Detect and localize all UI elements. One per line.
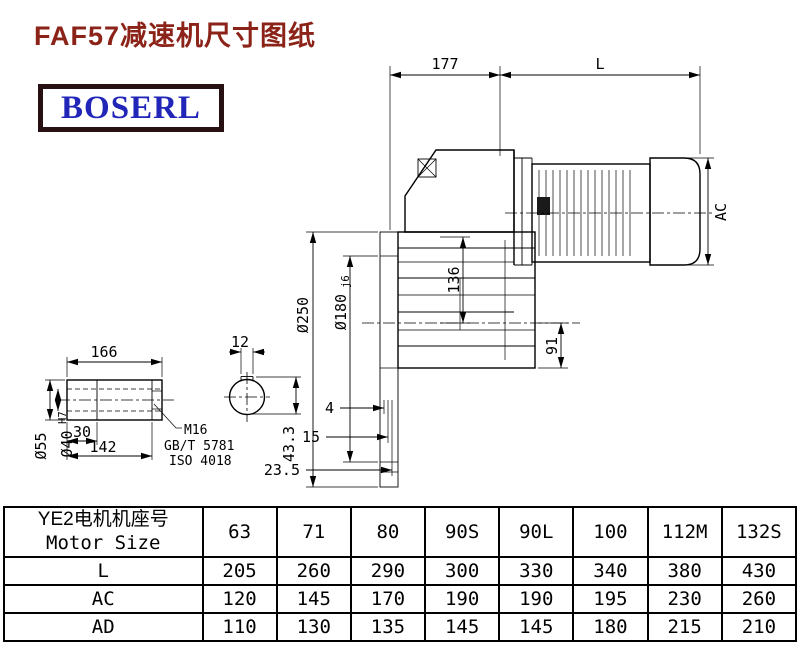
motor-size-col: 63 [201,506,278,558]
cell: 340 [572,556,649,586]
cell: 190 [424,584,501,614]
dim-d180: Ø180 [332,294,350,330]
row-label: AC [3,584,204,614]
technical-drawing: 177 L AC Ø250 Ø180 j6 [32,55,730,488]
dim-AC: AC [712,203,730,221]
motor-size-header: YE2电机机座号 Motor Size [3,506,204,558]
cell: 145 [498,612,575,642]
dim-177: 177 [431,55,458,73]
dim-d55: Ø55 [32,432,50,459]
cell: 215 [646,612,723,642]
table-row-AD: AD 110 130 135 145 145 180 215 210 [3,612,798,642]
table-row-AC: AC 120 145 170 190 190 195 230 260 [3,584,798,614]
dim-91: 91 [543,337,561,355]
cell: 145 [424,612,501,642]
dim-12: 12 [231,333,249,351]
cell: 190 [498,584,575,614]
dim-d40-fit: H7 [57,411,69,424]
cell: 180 [572,612,649,642]
gearbox-outline [362,149,712,488]
cell: 430 [720,556,798,586]
thread-callout: M16 [184,423,207,438]
cell: 120 [201,584,278,614]
cell: 205 [201,556,278,586]
dim-d250: Ø250 [294,297,312,333]
shaft-detail: 166 30 142 Ø55 Ø40 H7 [32,333,301,469]
dim-L: L [595,55,604,73]
cell: 330 [498,556,575,586]
page-title: FAF57减速机尺寸图纸 [34,21,317,51]
dim-15: 15 [302,428,320,446]
cell: 110 [201,612,278,642]
cell: 260 [720,584,798,614]
standard-iso: ISO 4018 [169,454,232,469]
row-label: L [3,556,204,586]
dim-23-5: 23.5 [264,461,300,479]
motor-size-table: YE2电机机座号 Motor Size 63 71 80 90S 90L 100… [3,506,798,642]
cell: 380 [646,556,723,586]
motor-size-header-en: Motor Size [46,532,161,554]
cell: 145 [275,584,352,614]
cell: 210 [720,612,798,642]
dimensions-main: 177 L AC Ø250 Ø180 j6 [264,55,730,488]
cell: 230 [646,584,723,614]
table-header-row: YE2电机机座号 Motor Size 63 71 80 90S 90L 100… [3,506,798,558]
row-label: AD [3,612,204,642]
motor-size-col: 112M [646,506,723,558]
dim-142: 142 [89,438,116,456]
dim-43-3: 43.3 [280,426,298,462]
cell: 260 [275,556,352,586]
motor-size-col: 90S [424,506,501,558]
brand-logo-text: BOSERL [61,89,201,126]
dim-166: 166 [90,343,117,361]
cell: 300 [424,556,501,586]
dim-4: 4 [325,399,334,417]
motor-size-col: 100 [572,506,649,558]
motor-size-col: 71 [275,506,352,558]
cell: 135 [349,612,427,642]
dim-30: 30 [73,423,91,441]
dim-136: 136 [445,266,463,293]
cell: 290 [349,556,427,586]
cell: 130 [275,612,352,642]
cell: 195 [572,584,649,614]
dim-d180-fit: j6 [340,275,352,288]
motor-size-col: 80 [349,506,427,558]
motor-size-col: 132S [720,506,798,558]
table-row-L: L 205 260 290 300 330 340 380 430 [3,556,798,586]
motor-size-col: 90L [498,506,575,558]
dim-d40: Ø40 [58,430,76,457]
motor-size-header-cn: YE2电机机座号 [37,509,169,531]
brand-logo: BOSERL [38,84,224,132]
standard-gb: GB/T 5781 [164,439,234,454]
cell: 170 [349,584,427,614]
